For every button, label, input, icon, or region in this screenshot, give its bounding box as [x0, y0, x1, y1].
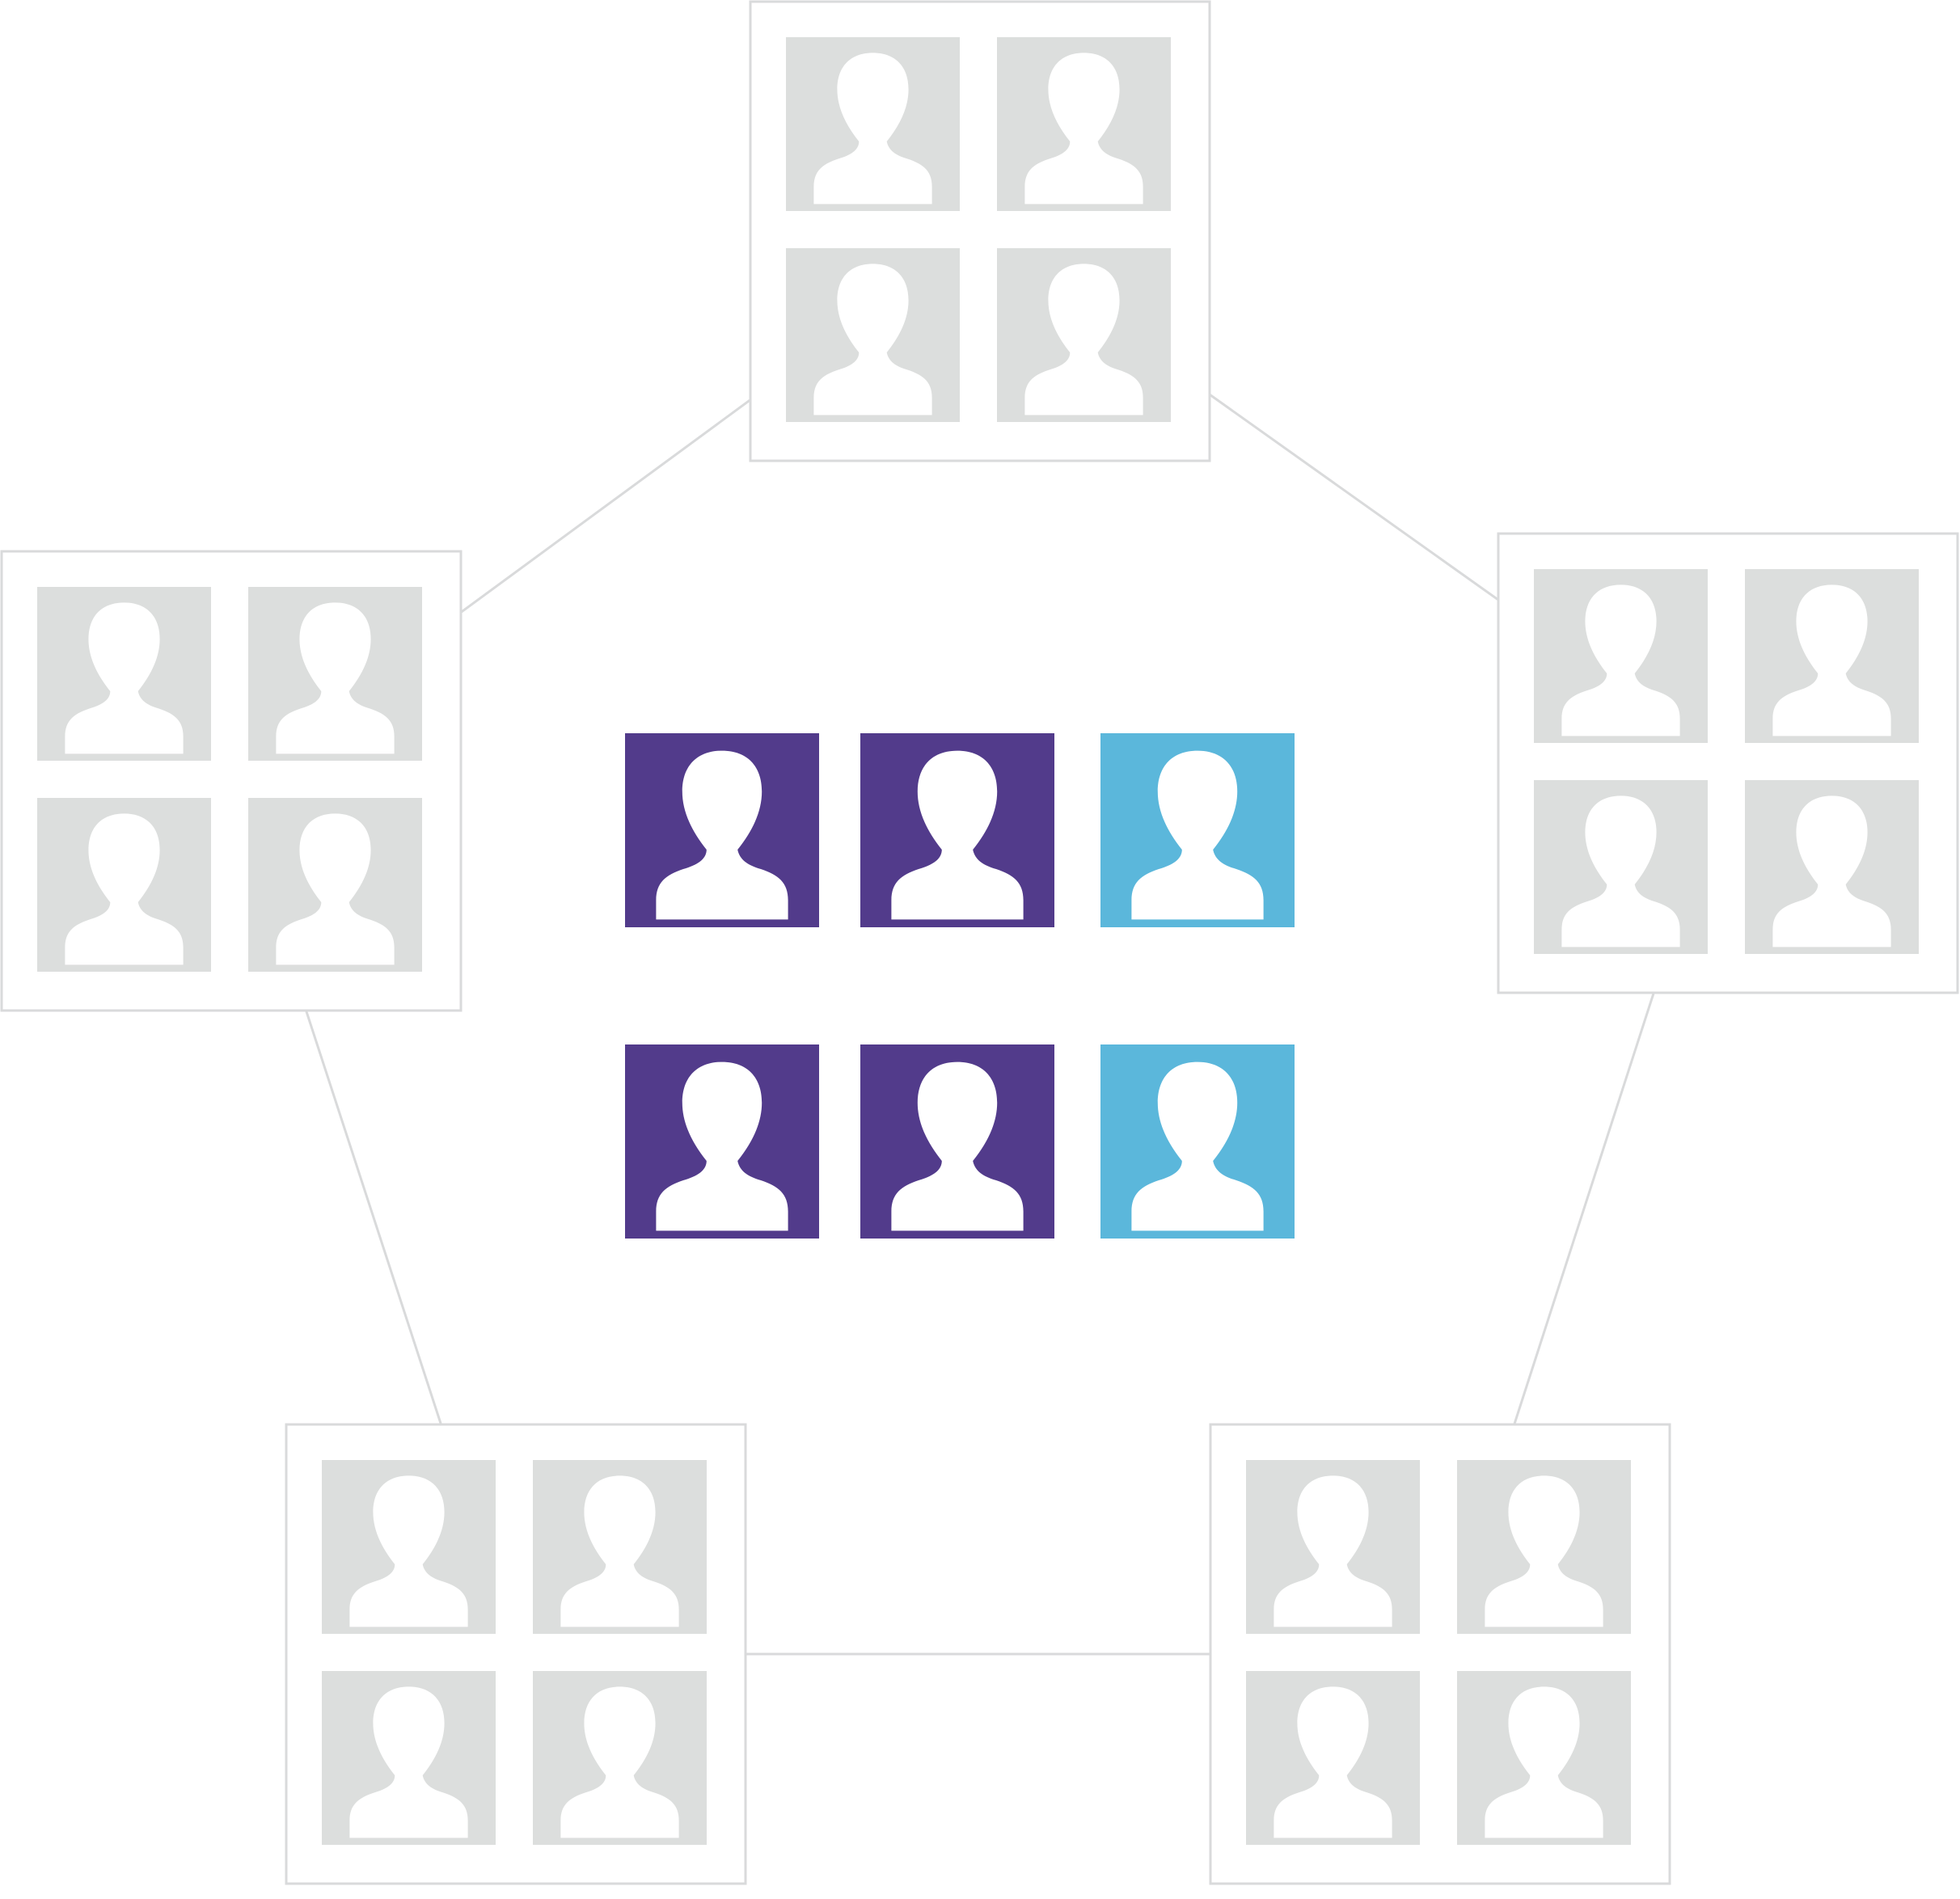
person-tile [786, 248, 960, 422]
person-silhouette-icon [1772, 795, 1891, 947]
person-tile [248, 587, 422, 761]
person-silhouette-icon [1485, 1686, 1603, 1838]
person-tile [1745, 569, 1919, 743]
person-silhouette-icon [560, 1686, 679, 1838]
person-silhouette-icon [276, 813, 395, 965]
person-tile [248, 798, 422, 972]
person-silhouette-icon [1024, 53, 1143, 205]
person-tile [1246, 1671, 1420, 1845]
group-top [749, 0, 1211, 462]
person-tile [1100, 733, 1295, 927]
person-silhouette-icon [813, 264, 932, 416]
person-silhouette-icon [1561, 795, 1680, 947]
person-tile [1534, 780, 1708, 954]
person-tile [533, 1460, 707, 1634]
person-silhouette-icon [656, 1061, 788, 1231]
person-silhouette-icon [1131, 1061, 1264, 1231]
person-tile [322, 1460, 496, 1634]
person-silhouette-icon [1561, 584, 1680, 736]
group-bottom-left [285, 1423, 747, 1885]
person-tile [533, 1671, 707, 1845]
group-bottom-right [1209, 1423, 1671, 1885]
person-tile [1246, 1460, 1420, 1634]
person-tile [1745, 780, 1919, 954]
person-silhouette-icon [65, 602, 184, 754]
person-tile [1457, 1460, 1631, 1634]
group-left [0, 550, 463, 1012]
person-tile [997, 37, 1171, 211]
person-silhouette-icon [1024, 264, 1143, 416]
person-tile [860, 1044, 1054, 1239]
person-tile [322, 1671, 496, 1845]
center-group [625, 733, 1295, 1239]
person-tile [37, 798, 211, 972]
person-silhouette-icon [349, 1686, 468, 1838]
person-silhouette-icon [656, 750, 788, 920]
person-silhouette-icon [813, 53, 932, 205]
person-tile [1457, 1671, 1631, 1845]
person-tile [37, 587, 211, 761]
person-silhouette-icon [1772, 584, 1891, 736]
person-silhouette-icon [560, 1475, 679, 1627]
person-silhouette-icon [1274, 1475, 1392, 1627]
person-tile [625, 1044, 819, 1239]
person-tile [1534, 569, 1708, 743]
person-silhouette-icon [276, 602, 395, 754]
person-tile [786, 37, 960, 211]
person-silhouette-icon [1485, 1475, 1603, 1627]
person-silhouette-icon [1131, 750, 1264, 920]
person-silhouette-icon [891, 750, 1024, 920]
person-tile [625, 733, 819, 927]
person-silhouette-icon [1274, 1686, 1392, 1838]
person-tile [997, 248, 1171, 422]
person-silhouette-icon [349, 1475, 468, 1627]
person-silhouette-icon [891, 1061, 1024, 1231]
person-tile [860, 733, 1054, 927]
person-tile [1100, 1044, 1295, 1239]
group-right [1497, 532, 1959, 994]
person-silhouette-icon [65, 813, 184, 965]
